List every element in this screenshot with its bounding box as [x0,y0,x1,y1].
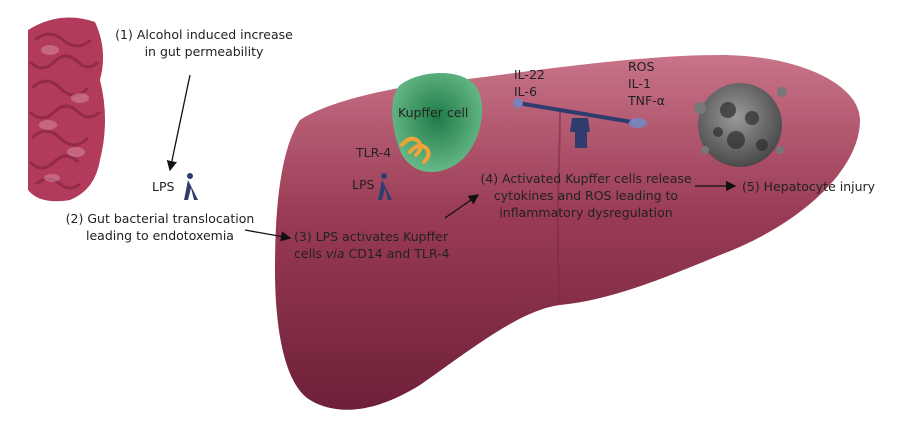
step2-line1: (2) Gut bacterial translocation [65,211,255,226]
step4-line1: (4) Activated Kupffer cells release [480,171,692,186]
step1-line1: (1) Alcohol induced increase [115,27,293,42]
injured-hepatocyte [694,83,787,167]
lps-molecule-gut [184,173,198,200]
cytokine-il6: IL-6 [514,84,537,99]
gut-illustration [28,17,105,202]
step1-label: (1) Alcohol induced increase in gut perm… [104,26,304,60]
lps-molecule-liver [378,173,392,200]
lps-label-gut: LPS [152,179,175,194]
arrow-step3-to-step4 [444,194,480,219]
cytokine-il22: IL-22 [514,67,545,82]
step3-line1: (3) LPS activates Kupffer [294,229,449,244]
step2-line2: leading to endotoxemia [86,228,234,243]
cytokine-il1: IL-1 [628,76,651,91]
step3-line2: cells via CD14 and TLR-4 [294,245,449,262]
tlr4-receptor [400,136,431,164]
cytokine-ros: ROS [628,59,655,74]
tlr4-label: TLR-4 [356,145,392,160]
cytokine-tnf-alpha: TNF-α [628,93,665,108]
step4-line2: cytokines and ROS leading to [493,188,679,203]
step5-label: (5) Hepatocyte injury [742,179,876,194]
step3-line2-b: CD14 and TLR-4 [344,246,450,261]
step3-label: (3) LPS activates Kupffer cells via CD14… [294,228,449,262]
step2-label: (2) Gut bacterial translocation leading … [60,210,260,244]
balance-left-labels: IL-22 IL-6 [514,66,545,100]
arrow-step2-to-step3 [244,229,292,242]
lps-label-liver: LPS [352,177,375,192]
step3-line2-via: via [326,246,345,261]
step1-line2: in gut permeability [144,44,264,59]
arrow-step1-to-lps [166,74,191,172]
balance-right-labels: ROS IL-1 TNF-α [628,58,665,109]
balance-scale [513,98,647,148]
step4-label: (4) Activated Kupffer cells release cyto… [476,170,696,221]
arrows [166,74,737,242]
kupffer-cell-label: Kupffer cell [398,105,469,120]
step4-line3: inflammatory dysregulation [499,205,673,220]
step3-line2-a: cells [294,246,326,261]
